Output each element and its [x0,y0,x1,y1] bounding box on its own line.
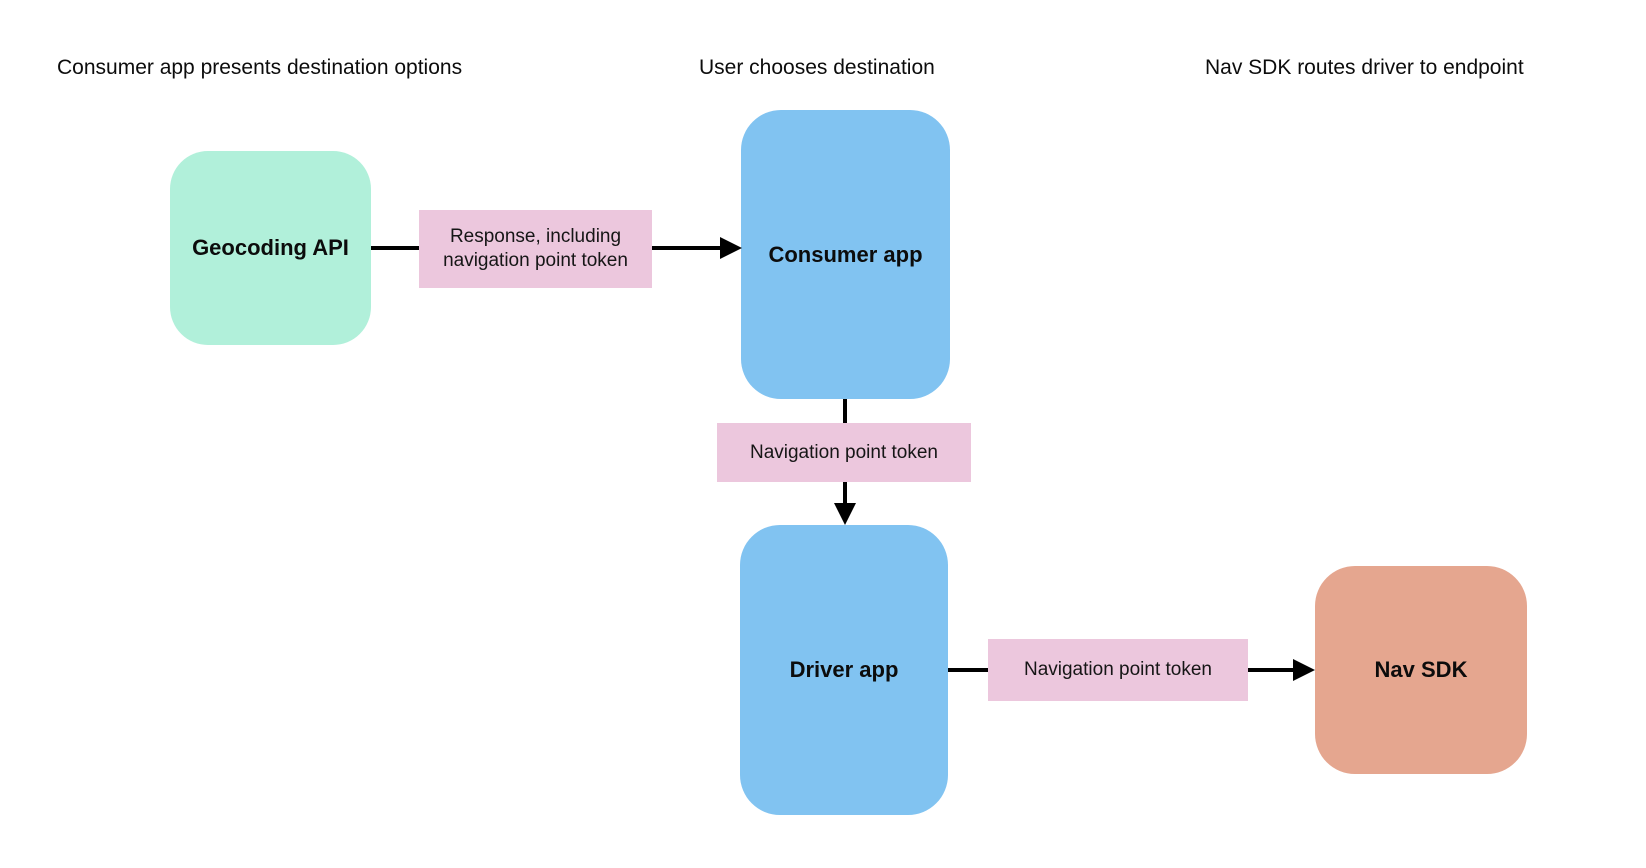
connector-token-label-to-navsdk [1248,668,1293,672]
node-driver-app: Driver app [740,525,948,815]
connector-driver-to-token-label [948,668,988,672]
node-consumer-app: Consumer app [741,110,950,399]
edge-label-navigation-point-token-2: Navigation point token [988,639,1248,701]
connector-response-label-to-consumer [652,246,720,250]
arrowhead-right-icon [720,237,742,259]
connector-geocoding-to-response-label [371,246,419,250]
edge-label-response-including-token: Response, including navigation point tok… [419,210,652,288]
edge-label-navigation-point-token-1: Navigation point token [717,423,971,482]
stage-label-consumer-presents: Consumer app presents destination option… [57,56,463,79]
arrowhead-right-icon [1293,659,1315,681]
connector-consumer-to-token-label [843,399,847,423]
arrowhead-down-icon [834,503,856,525]
stage-label-user-chooses: User chooses destination [699,56,935,79]
node-geocoding-api: Geocoding API [170,151,371,345]
node-nav-sdk: Nav SDK [1315,566,1527,774]
stage-label-navsdk-routes: Nav SDK routes driver to endpoint [1205,56,1524,79]
connector-token-label-to-driver [843,482,847,503]
